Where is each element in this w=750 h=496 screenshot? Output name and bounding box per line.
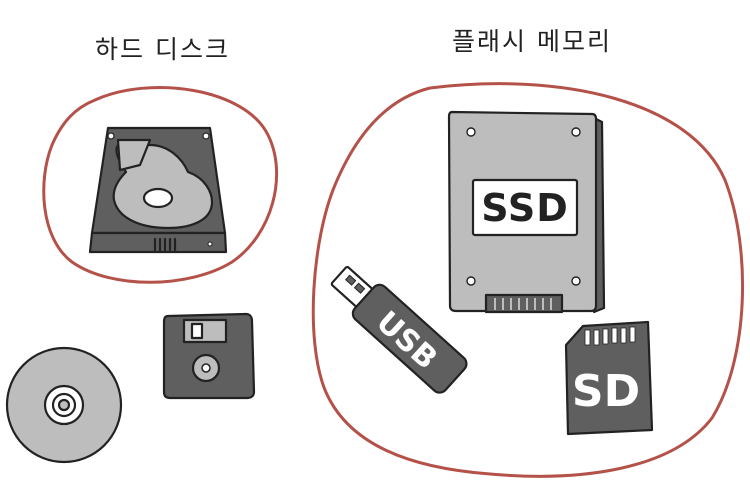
optical-disc-icon xyxy=(5,346,123,464)
sd-card-icon: SD xyxy=(564,320,654,436)
usb-drive-icon: USB xyxy=(330,265,468,394)
flash-memory-group-title: 플래시 메모리 xyxy=(452,27,612,56)
hard-disk-drive-icon xyxy=(88,126,228,254)
sd-label: SD xyxy=(572,366,640,417)
hard-disk-group-outline xyxy=(42,86,279,284)
floppy-disk-icon xyxy=(162,312,256,400)
flash-memory-group-outline xyxy=(311,82,745,478)
ssd-icon: SSD xyxy=(447,110,606,314)
ssd-label: SSD xyxy=(481,186,569,230)
hard-disk-group-title: 하드 디스크 xyxy=(95,35,230,64)
